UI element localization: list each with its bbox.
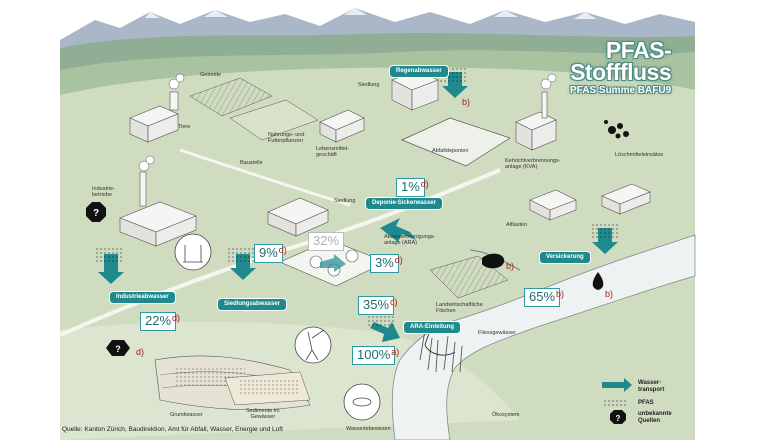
oil-drop bbox=[592, 272, 604, 290]
legend-icons: ? bbox=[602, 378, 632, 424]
well-circle bbox=[174, 233, 212, 271]
pct-ara-3-note: d) bbox=[394, 255, 403, 265]
label-siedlung-top: Siedlung bbox=[358, 82, 380, 88]
label-abfalldeponien: Abfalldeponien bbox=[432, 148, 469, 154]
label-ara: Abwasserreinigungs- anlage (ARA) bbox=[384, 234, 436, 247]
flow-siedlungsabwasser: Siedlungsabwasser bbox=[218, 299, 287, 311]
pct-industrie-value: 22% bbox=[145, 313, 172, 328]
flow-industrieabwasser: Industrieabwasser bbox=[110, 292, 175, 304]
pct-ara-3: 3%d) bbox=[370, 254, 403, 273]
label-oekosystem: Ökosystem bbox=[492, 412, 520, 418]
shop-building bbox=[319, 109, 365, 143]
source-credit: Quelle: Kanton Zürich, Baudirektion, Amt… bbox=[62, 426, 283, 433]
label-sedimente: Sedimente im Gewässer bbox=[246, 408, 280, 421]
label-altlasten: Altlasten bbox=[506, 222, 528, 228]
label-lebensmittel: Lebensmittel- geschäft bbox=[316, 146, 350, 159]
diagram-title: PFAS- Stofffluss PFAS Summe BAFU9 bbox=[570, 37, 672, 96]
note-regen: b) bbox=[462, 97, 471, 107]
pct-ara-in-value: 32% bbox=[313, 233, 340, 248]
pct-versickerung-value: 65% bbox=[529, 289, 556, 304]
pct-siedlung-note: d) bbox=[278, 245, 287, 255]
label-loeschmittel: Löschmitteleinsätze bbox=[615, 152, 664, 158]
pct-industrie-note: d) bbox=[172, 313, 181, 323]
pct-ara-out: 35%c) bbox=[358, 296, 398, 315]
label-grundwasser: Grundwasser bbox=[170, 412, 203, 418]
industry-building bbox=[119, 171, 197, 247]
fire-truck bbox=[601, 183, 651, 215]
pct-versickerung-note: b) bbox=[556, 289, 565, 299]
legend-pfas: PFAS bbox=[638, 400, 654, 406]
pct-deponie-value: 1% bbox=[401, 179, 420, 194]
note-oil-right: b) bbox=[605, 289, 614, 299]
road-2 bbox=[179, 148, 351, 207]
housing-mid bbox=[267, 197, 329, 237]
altlasten-building bbox=[529, 189, 577, 221]
kva-building bbox=[515, 91, 557, 151]
pct-ara-3-value: 3% bbox=[375, 255, 394, 270]
title-line-1: PFAS- bbox=[605, 37, 672, 63]
pfas-dots bbox=[96, 66, 618, 328]
label-industriebetriebe: Industrie- betriebe bbox=[92, 186, 115, 199]
diagram-subtitle: PFAS Summe BAFU9 bbox=[570, 84, 672, 96]
road-1 bbox=[59, 168, 501, 337]
reeds bbox=[419, 329, 463, 373]
pct-ara-out-value: 35% bbox=[363, 297, 390, 312]
snow-caps bbox=[145, 8, 597, 19]
landfill bbox=[401, 117, 511, 167]
svg-text:?: ? bbox=[115, 344, 121, 354]
pct-total-note: a) bbox=[391, 347, 400, 357]
grain-field bbox=[189, 77, 273, 117]
pct-deponie-note: d) bbox=[420, 179, 429, 189]
label-nahrungspflanzen: Nahrungs- und Futterpflanzen bbox=[268, 132, 305, 145]
pct-siedlung-value: 9% bbox=[259, 245, 278, 260]
legend-unbekannt: unbekannte Quellen bbox=[638, 411, 672, 424]
pct-versickerung: 65%b) bbox=[524, 288, 564, 307]
label-wasserlebewesen: Wasserlebewesen bbox=[346, 426, 391, 432]
label-fliessgewaesser: Fliessgewässer bbox=[478, 330, 516, 336]
svg-text:?: ? bbox=[616, 414, 621, 423]
label-landwirtschaft: Landwirtschaftliche Flächen bbox=[436, 302, 483, 315]
fisherman-circle bbox=[294, 326, 332, 364]
pct-deponie: 1%d) bbox=[396, 178, 429, 197]
crop-field bbox=[229, 99, 319, 141]
unknown-source-icons: ? ? bbox=[86, 202, 130, 356]
fish-circle bbox=[343, 383, 381, 421]
label-siedlung-mid: Siedlung bbox=[334, 198, 356, 204]
flow-ara-einleitung: ARA-Einleitung bbox=[404, 322, 460, 334]
pct-ara-in: 32% bbox=[308, 232, 345, 251]
flow-deponie-sickerwasser: Deponie-Sickerwasser bbox=[366, 198, 443, 210]
flow-regenabwasser: Regenabwasser bbox=[390, 66, 448, 78]
farm-building bbox=[129, 91, 179, 143]
pfas-dots-sediment bbox=[240, 380, 300, 394]
note-unknown-industry: d) bbox=[136, 347, 145, 357]
foam-drops bbox=[604, 120, 629, 139]
label-tiere: Tiere bbox=[178, 124, 191, 130]
pct-industrie: 22%d) bbox=[140, 312, 180, 331]
title-line-2: Stofffluss bbox=[570, 58, 672, 85]
label-kva: Kehrichtverbrennungs- anlage (KVA) bbox=[505, 158, 561, 171]
label-getreide: Getreide bbox=[200, 72, 222, 78]
flow-versickerung: Versickerung bbox=[540, 252, 590, 264]
pct-total-value: 100% bbox=[357, 347, 391, 362]
label-baustelle: Baustelle bbox=[240, 160, 263, 166]
river bbox=[391, 234, 696, 440]
pct-siedlung: 9%d) bbox=[254, 244, 287, 263]
note-oil-left: b) bbox=[506, 261, 515, 271]
smoke bbox=[138, 73, 557, 172]
pct-ara-out-note: c) bbox=[390, 297, 398, 307]
pct-total: 100%a) bbox=[352, 346, 399, 365]
oil-spill bbox=[482, 253, 505, 269]
svg-text:?: ? bbox=[93, 208, 99, 219]
legend-wasser: Wasser- transport bbox=[638, 380, 665, 393]
